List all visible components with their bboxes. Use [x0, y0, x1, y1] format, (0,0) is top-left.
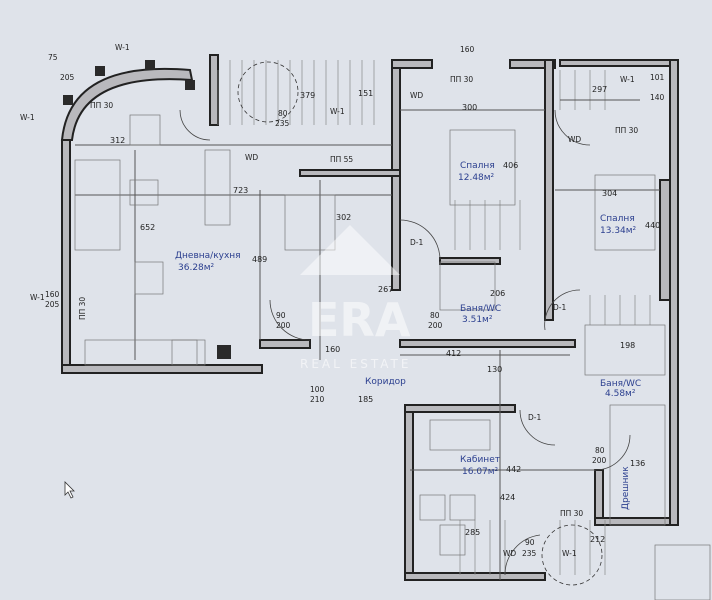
plan-label: 206 — [490, 289, 505, 298]
plan-label: ПП 30 — [78, 297, 87, 320]
plan-label: 3.51м² — [462, 315, 493, 325]
room-bath-2: Баня/WC — [600, 379, 641, 389]
plan-label: 140 — [650, 93, 665, 102]
plan-label: 160 — [460, 45, 475, 54]
plan-label: W-1 — [562, 549, 577, 558]
plan-label: WD — [568, 135, 581, 144]
plan-label: 235 — [522, 549, 537, 558]
mouse-cursor-icon — [64, 481, 75, 499]
plan-label: ПП 55 — [330, 155, 353, 164]
plan-label: ПП 30 — [615, 126, 638, 135]
plan-label: 267 — [378, 285, 393, 294]
dimension-lines — [75, 99, 660, 580]
plan-label: 300 — [462, 103, 477, 112]
plan-label: 75 — [48, 53, 58, 62]
plan-label: W-1 — [330, 107, 345, 116]
plan-label: 212 — [590, 535, 605, 544]
plan-label: 90 — [276, 311, 286, 320]
plan-label: ПП 30 — [90, 101, 113, 110]
plan-label: 100 — [310, 385, 325, 394]
room-living: Дневна/кухня — [175, 251, 241, 261]
plan-label: 205 — [60, 73, 75, 82]
room-office: Кабинет — [460, 455, 500, 465]
plan-label: W-1 — [20, 113, 35, 122]
plan-label: ПП 30 — [450, 75, 473, 84]
plan-label: 304 — [602, 189, 617, 198]
plan-label: WD — [503, 549, 516, 558]
plan-label: D-1 — [528, 413, 541, 422]
plan-label: 200 — [428, 321, 443, 330]
plan-label: 440 — [645, 221, 660, 230]
plan-label: 136 — [630, 459, 645, 468]
plan-label: 302 — [336, 213, 351, 222]
plan-label: 151 — [358, 89, 373, 98]
room-closet: Дрешник — [621, 466, 631, 510]
room-bedroom-1: Спалня — [460, 161, 495, 171]
plan-label: D-1 — [553, 303, 566, 312]
plan-label: W-1 — [30, 293, 45, 302]
plan-label: W-1 — [620, 75, 635, 84]
plan-label: 489 — [252, 255, 267, 264]
plan-label: 312 — [110, 136, 125, 145]
plan-label: 90 — [525, 538, 535, 547]
plan-label: 185 — [358, 395, 373, 404]
plan-label: 210 — [310, 395, 325, 404]
stairs — [217, 60, 651, 575]
dimension-labels: 312 723 652 489 302 267 160 185 412 130 … — [110, 85, 660, 544]
room-corridor: Коридор — [365, 377, 406, 387]
plan-label: 80 — [595, 446, 605, 455]
plan-label: 406 — [503, 161, 518, 170]
plan-label: 4.58м² — [605, 389, 636, 399]
room-bedroom-2: Спалня — [600, 214, 635, 224]
plan-label: ПП 30 — [560, 509, 583, 518]
plan-label: ERA — [308, 293, 411, 347]
plan-label: 160 — [325, 345, 340, 354]
plan-label: 13.34м² — [600, 226, 637, 236]
plan-label: D-1 — [410, 238, 423, 247]
room-labels: Дневна/кухня 36.28м² Спалня 12.48м² Спал… — [175, 161, 641, 510]
plan-label: 723 — [233, 186, 248, 195]
plan-label: 205 — [45, 300, 60, 309]
plan-label: 424 — [500, 493, 515, 502]
plan-label: REAL ESTATE — [300, 357, 411, 371]
era-watermark-logo: ERA REAL ESTATE — [300, 225, 411, 371]
doors — [179, 61, 631, 586]
plan-label: 130 — [487, 365, 502, 374]
plan-label: 16.07м² — [462, 467, 499, 477]
plan-label: WD — [410, 91, 423, 100]
plan-label: 285 — [465, 528, 480, 537]
plan-label: 12.48м² — [458, 173, 495, 183]
plan-label: 198 — [620, 341, 635, 350]
furniture — [74, 114, 711, 600]
plan-label: 80 — [278, 109, 288, 118]
plan-label: 235 — [275, 119, 290, 128]
plan-label: WD — [245, 153, 258, 162]
plan-label: 652 — [140, 223, 155, 232]
plan-label: W-1 — [115, 43, 130, 52]
plan-label: 80 — [430, 311, 440, 320]
bay-windows — [63, 60, 231, 359]
plan-label: 36.28м² — [178, 263, 215, 273]
element-tags: ПП 30 ПП 55 ПП 30 ПП 30 ПП 30 ПП 30 W-1 … — [20, 43, 665, 558]
plan-label: 412 — [446, 349, 461, 358]
plan-label: 160 — [45, 290, 60, 299]
plan-label: 200 — [592, 456, 607, 465]
plan-label: 297 — [592, 85, 607, 94]
plan-label: 200 — [276, 321, 291, 330]
walls — [61, 54, 679, 581]
curved-bay-wall — [60, 67, 194, 141]
plan-label: 379 — [300, 91, 315, 100]
plan-label: 101 — [650, 73, 665, 82]
room-bath-1: Баня/WC — [460, 304, 501, 314]
plan-label: 442 — [506, 465, 521, 474]
